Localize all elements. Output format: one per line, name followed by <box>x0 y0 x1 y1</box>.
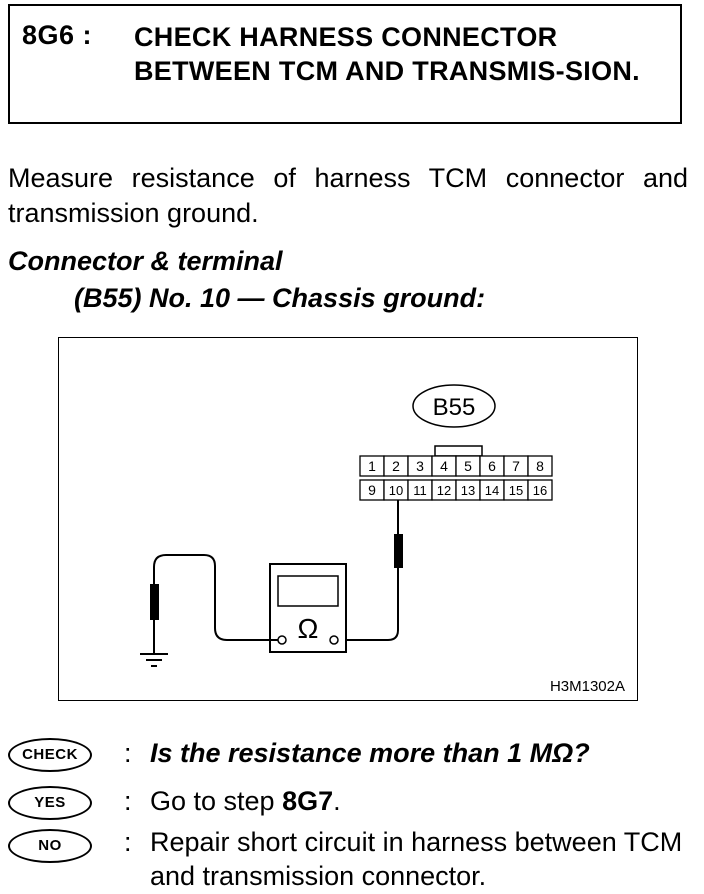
yes-colon: : <box>124 786 132 816</box>
connector-terminal-detail: (B55) No. 10 — Chassis ground: <box>74 283 486 313</box>
figure-id: H3M1302A <box>550 678 625 695</box>
terminal-number: 16 <box>533 483 547 498</box>
check-question: Is the resistance more than 1 MΩ? <box>150 738 590 768</box>
ohm-symbol: Ω <box>298 613 319 644</box>
terminal-cell <box>527 455 553 477</box>
terminal-number: 11 <box>413 483 427 498</box>
instruction-text: Measure resistance of harness TCM connec… <box>8 163 688 228</box>
probe-wire-right <box>338 568 399 641</box>
connector-key-tab <box>434 445 483 457</box>
terminal-number: 8 <box>536 458 544 474</box>
step-header-box: 8G6 : CHECK HARNESS CONNECTOR BETWEEN TC… <box>8 4 682 124</box>
probe-left <box>150 584 159 620</box>
terminal-number: 5 <box>464 458 472 474</box>
check-badge: CHECK <box>8 738 92 772</box>
terminal-number: 4 <box>440 458 448 474</box>
yes-badge: YES <box>8 786 92 820</box>
terminal-number: 10 <box>389 483 403 498</box>
terminal-number: 12 <box>437 483 451 498</box>
no-badge: NO <box>8 829 92 863</box>
step-title: CHECK HARNESS CONNECTOR BETWEEN TCM AND … <box>134 22 640 86</box>
probe-wire-left <box>153 554 278 641</box>
terminal-number: 6 <box>488 458 496 474</box>
step-id: 8G6 : <box>22 20 93 50</box>
terminal-number: 7 <box>512 458 520 474</box>
no-action: Repair short circuit in harness between … <box>150 827 683 891</box>
yes-step-link: 8G7 <box>282 786 334 816</box>
check-colon: : <box>124 738 132 768</box>
meter-terminal-right <box>329 635 339 645</box>
terminal-number: 9 <box>368 482 376 498</box>
meter-terminal-left <box>277 635 287 645</box>
terminal-number: 2 <box>392 458 400 474</box>
connector-label-ellipse <box>412 384 496 428</box>
connector-terminal-heading: Connector & terminal <box>8 246 283 276</box>
multimeter-display <box>277 575 339 607</box>
terminal-number: 15 <box>509 483 523 498</box>
terminal-number: 3 <box>416 458 424 474</box>
yes-action-suffix: . <box>333 786 341 816</box>
yes-action: Go to step 8G7. <box>150 784 690 818</box>
yes-action-prefix: Go to step <box>150 786 283 816</box>
connector-label: B55 <box>433 394 476 421</box>
terminal-cell <box>527 479 553 501</box>
terminal-number: 1 <box>368 458 376 474</box>
no-colon: : <box>124 827 132 857</box>
terminal-number: 14 <box>485 483 499 498</box>
terminal-number: 13 <box>461 483 475 498</box>
probe-right <box>394 534 403 568</box>
